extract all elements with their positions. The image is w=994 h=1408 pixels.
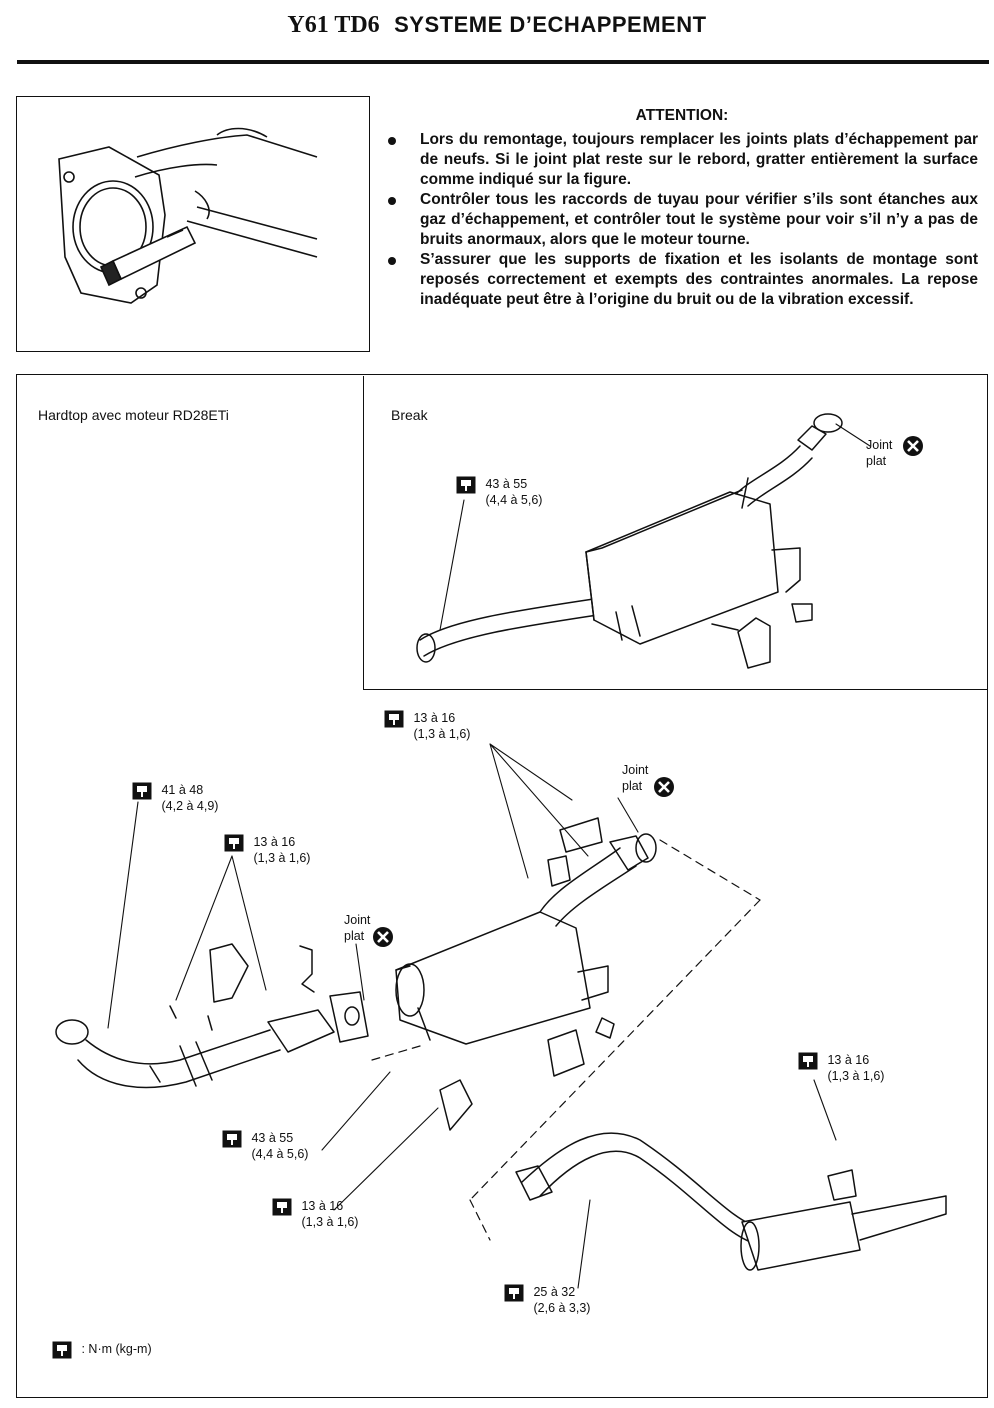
torque-wrench-icon <box>52 1341 72 1359</box>
torque-wrench-icon <box>224 834 244 852</box>
gasket-callout: Joint plat <box>866 436 923 469</box>
attention-item: Contrôler tous les raccords de tuyau pou… <box>386 190 978 250</box>
torque-wrench-icon <box>132 782 152 800</box>
torque-spec: 13 à 16(1,3 à 1,6) <box>384 710 470 742</box>
replace-gasket-icon <box>373 927 393 947</box>
break-variant-label: Break <box>391 407 428 423</box>
gasket-scraping-figure <box>16 96 370 352</box>
exhaust-diagram-frame <box>16 374 988 1398</box>
torque-spec: 43 à 55(4,4 à 5,6) <box>456 476 542 508</box>
torque-wrench-icon <box>456 476 476 494</box>
bullet-icon <box>388 257 396 265</box>
gasket-callout: Joint plat <box>344 912 393 947</box>
break-variant-frame <box>363 376 988 690</box>
torque-spec: 13 à 16(1,3 à 1,6) <box>272 1198 358 1230</box>
torque-spec: 41 à 48(4,2 à 4,9) <box>132 782 218 814</box>
page-header: Y61 TD6 SYSTEME D’ECHAPPEMENT <box>0 12 994 39</box>
model-code: Y61 TD6 <box>287 12 380 38</box>
rear-pipe-assembly <box>515 1132 947 1271</box>
gasket-scraper-illustration <box>58 127 318 304</box>
center-muffler-assembly <box>395 817 657 1131</box>
bullet-icon <box>388 197 396 205</box>
torque-wrench-icon <box>504 1284 524 1302</box>
bullet-icon <box>388 137 396 145</box>
torque-wrench-icon <box>384 710 404 728</box>
header-rule <box>17 60 989 64</box>
attention-notes: ATTENTION: Lors du remontage, toujours r… <box>386 106 978 310</box>
replace-gasket-icon <box>903 436 923 456</box>
break-exhaust-assembly <box>416 413 843 669</box>
torque-wrench-icon <box>222 1130 242 1148</box>
callout-leader-lines <box>107 423 871 1289</box>
torque-wrench-icon <box>798 1052 818 1070</box>
attention-list: Lors du remontage, toujours remplacer le… <box>386 130 978 310</box>
page-title: SYSTEME D’ECHAPPEMENT <box>394 12 707 37</box>
torque-spec: 43 à 55(4,4 à 5,6) <box>222 1130 308 1162</box>
front-pipe-assembly <box>55 943 369 1089</box>
torque-spec: 25 à 32(2,6 à 3,3) <box>504 1284 590 1316</box>
gasket-callout: Joint plat <box>622 762 674 797</box>
attention-item: S’assurer que les supports de fixation e… <box>386 250 978 310</box>
attention-title: ATTENTION: <box>635 107 729 124</box>
routing-dashed-lines <box>371 839 761 1241</box>
hardtop-variant-label: Hardtop avec moteur RD28ETi <box>38 407 229 423</box>
attention-item: Lors du remontage, toujours remplacer le… <box>386 130 978 190</box>
torque-spec: 13 à 16(1,3 à 1,6) <box>798 1052 884 1084</box>
torque-spec: 13 à 16(1,3 à 1,6) <box>224 834 310 866</box>
replace-gasket-icon <box>654 777 674 797</box>
torque-wrench-icon <box>272 1198 292 1216</box>
torque-unit-legend: : N·m (kg-m) <box>52 1341 152 1359</box>
